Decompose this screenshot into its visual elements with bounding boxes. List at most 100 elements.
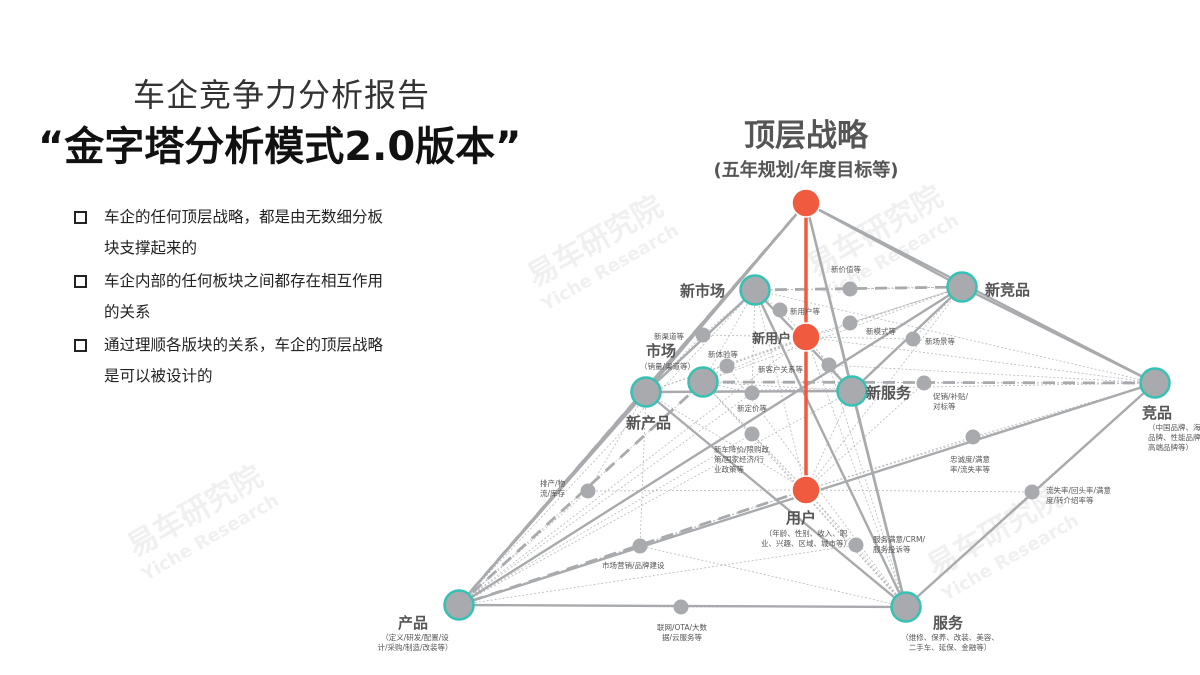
minor-node — [632, 538, 648, 554]
minor-node-label: 对标等 — [933, 401, 956, 411]
node-label: 新服务 — [866, 384, 912, 402]
minor-edge — [458, 433, 753, 606]
main-node — [946, 271, 978, 303]
minor-node-label: 促销/补贴/ — [933, 391, 969, 401]
minor-node-label: 新用户等 — [790, 306, 820, 316]
node-label: 服务 — [933, 614, 964, 632]
square-bullet-icon — [74, 211, 87, 224]
minor-edge — [702, 286, 963, 383]
node-label: 新竞品 — [985, 281, 1030, 299]
accent-node — [791, 475, 821, 505]
minor-node — [905, 331, 921, 347]
minor-node — [695, 327, 711, 343]
minor-node-label: 忠诚度/满意 — [950, 454, 990, 464]
main-nodes — [443, 188, 1171, 623]
minor-node — [719, 358, 735, 374]
node-label: 竞品 — [1142, 404, 1172, 422]
bullet-item: 通过理顺各版块的关系，车企的顶层战略是可以被设计的 — [72, 330, 392, 392]
node-sublabel: （销量/渠道等） — [640, 361, 695, 371]
minor-node-label: 业政策等 — [714, 464, 744, 474]
node-sublabel: （定义/研发/配置/设 — [381, 632, 449, 642]
minor-edge — [639, 545, 907, 608]
main-node — [739, 274, 771, 306]
minor-node-label: 联网/OTA/大数 — [657, 622, 708, 632]
main-edge — [850, 390, 908, 608]
bullet-text: 车企的任何顶层战略，都是由无数细分板块支撑起来的 — [104, 208, 384, 257]
main-node — [1139, 367, 1171, 399]
report-subtitle: “金字塔分析模式2.0版本” — [38, 124, 522, 170]
node-label: 用户 — [786, 509, 816, 527]
node-sublabel: 品牌、性能品牌、 — [1148, 432, 1200, 442]
node-sublabel: 业、兴趣、区域、城市等） — [761, 538, 851, 548]
main-edges — [457, 201, 1156, 609]
minor-node-label: 新价值等 — [831, 264, 861, 274]
top-strategy-subtitle: (五年规划/年度目标等) — [713, 159, 898, 181]
minor-node-label: 新场景等 — [925, 336, 955, 346]
minor-edge — [639, 391, 647, 547]
minor-edge — [805, 390, 853, 491]
main-edge — [804, 202, 854, 392]
node-sublabel: 二手车、延保、金融等） — [909, 642, 992, 652]
node-sublabel: （维修、保养、改装、美容、 — [901, 632, 999, 642]
minor-node — [821, 357, 837, 373]
minor-edge — [458, 392, 753, 606]
minor-node — [772, 302, 788, 318]
minor-edge — [805, 489, 1033, 493]
minor-edge — [702, 289, 756, 336]
minor-edge — [751, 433, 907, 608]
minor-node-label: 流/库存 — [540, 488, 566, 498]
bullet-item: 车企内部的任何板块之间都存在相互作用的关系 — [72, 266, 392, 328]
minor-nodes — [580, 281, 1040, 615]
minor-edge — [458, 289, 756, 606]
minor-edge — [587, 391, 647, 492]
main-node — [687, 366, 719, 398]
node-label: 市场 — [646, 342, 676, 360]
bullet-text: 车企内部的任何板块之间都存在相互作用的关系 — [104, 272, 384, 321]
minor-edge — [754, 289, 807, 491]
dashed-edge — [754, 285, 963, 292]
dashed-edge — [457, 202, 808, 606]
node-label: 新市场 — [680, 282, 725, 300]
node-sublabel: （年龄、性别、收入、职 — [765, 528, 848, 538]
node-label: 新产品 — [626, 414, 671, 432]
minor-edge — [805, 382, 925, 491]
minor-edge — [805, 336, 1156, 384]
main-edge — [961, 285, 1156, 385]
minor-node-label: 新体验等 — [708, 349, 738, 359]
minor-node-label: 据/云服务等 — [662, 632, 703, 642]
minor-node — [848, 537, 864, 553]
minor-edge — [702, 381, 853, 392]
minor-node-label: 率/流失率等 — [950, 464, 991, 474]
minor-node — [842, 281, 858, 297]
main-edge — [753, 289, 908, 608]
minor-node-label: 新渠道等 — [654, 331, 684, 341]
node-sublabel: （中国品牌、海外 — [1148, 422, 1200, 432]
minor-edge — [805, 436, 974, 491]
minor-node — [673, 599, 689, 615]
minor-node-label: 新定价等 — [737, 403, 767, 413]
minor-node-label: 排产/物 — [540, 478, 566, 488]
minor-node-label: 服务投诉等 — [873, 544, 911, 554]
minor-edge — [702, 289, 756, 383]
minor-node-label: 策/国家经济/行 — [714, 454, 765, 464]
node-label: 新用户 — [752, 331, 791, 347]
report-title: 车企竞争力分析报告 — [133, 76, 431, 114]
minor-edge — [754, 286, 963, 291]
minor-edge — [702, 336, 807, 383]
minor-node — [1024, 484, 1040, 500]
minor-edge — [702, 334, 807, 338]
minor-node-label: 服务满意/CRM/ — [873, 534, 925, 544]
dashed-edge — [458, 488, 807, 607]
minor-edge — [754, 289, 1156, 384]
minor-node — [965, 429, 981, 445]
minor-node-label: 新模式等 — [866, 326, 896, 336]
minor-node — [580, 483, 596, 499]
minor-edge — [587, 489, 807, 492]
minor-node-label: 度/转介绍率等 — [1046, 495, 1094, 505]
minor-node-label: 市场营销/品牌建设 — [602, 560, 665, 570]
bullet-text: 通过理顺各版块的关系，车企的顶层战略是可以被设计的 — [104, 336, 384, 385]
